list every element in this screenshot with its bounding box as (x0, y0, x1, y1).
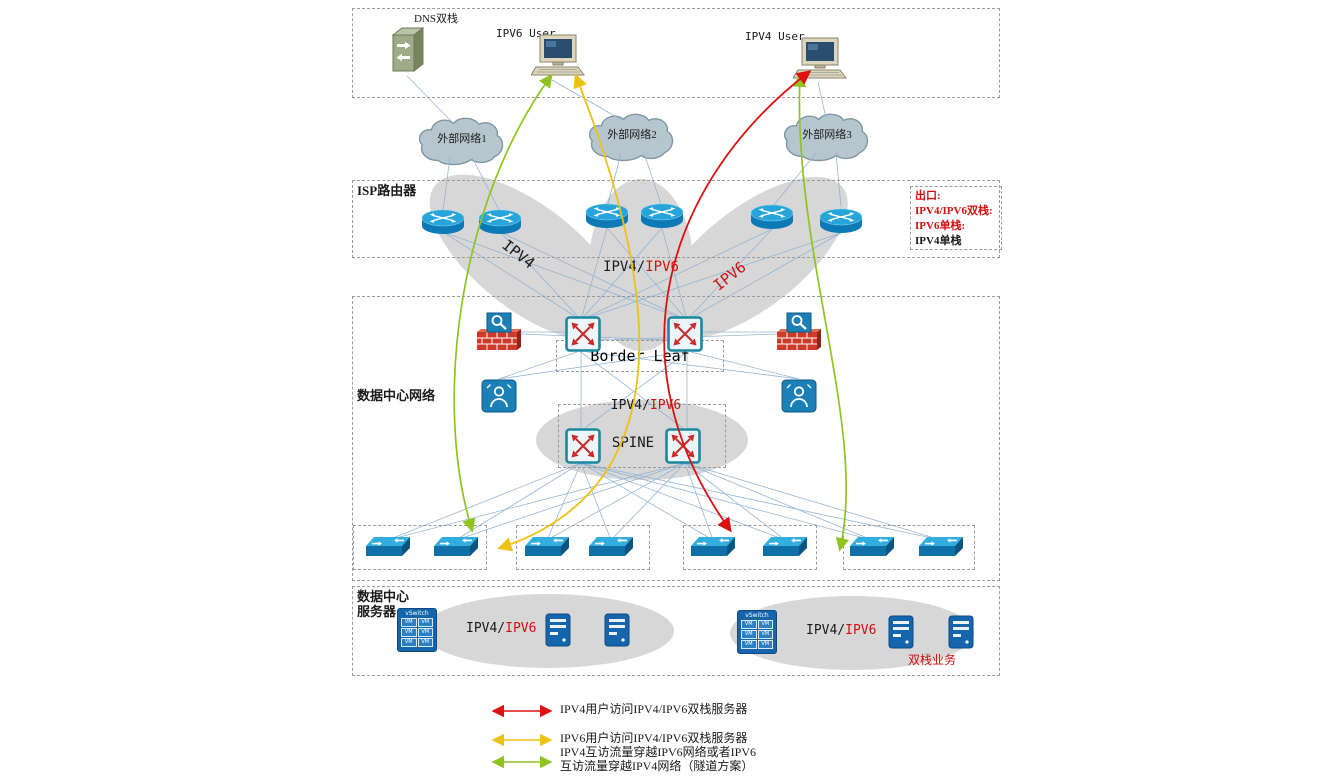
isp-router-3-icon (583, 202, 631, 230)
server-group-2-red: IPV6 (845, 623, 877, 638)
server-group-2-label: IPV4/IPV6 (806, 623, 877, 639)
isp-router-4-icon (638, 202, 686, 230)
servers-region-box (352, 586, 1000, 676)
firewall-right-icon (777, 312, 821, 352)
ipv6-user-pc-icon (531, 34, 585, 78)
server-4-icon (948, 615, 974, 649)
vm-cell: VM (741, 630, 757, 639)
server-group-1-label: IPV4/IPV6 (466, 621, 537, 637)
cloud-3-label: 外部网络3 (802, 129, 852, 141)
leaf-switch-1-icon (365, 536, 411, 562)
servers-title-line1: 数据中心 (357, 589, 410, 604)
path-label-dual-red: IPV6 (645, 259, 679, 275)
exit-legend-line1: 出口: (915, 190, 941, 202)
cloud-1-label: 外部网络1 (437, 133, 487, 145)
spine-2-icon (665, 428, 701, 464)
vswitch-1-icon: vSwitch VM VM VM VM VM VM (397, 608, 437, 652)
server-2-icon (604, 613, 630, 647)
vswitch-1-title: vSwitch (405, 610, 429, 617)
dns-label: DNS双栈 (414, 13, 459, 25)
vswitch-2-icon: vSwitch VM VM VM VM VM VM (737, 610, 777, 654)
leaf-switch-8-icon (918, 536, 964, 562)
firewall-left-icon (477, 312, 521, 352)
spine-1-icon (565, 428, 601, 464)
vm-cell: VM (417, 638, 433, 647)
vswitch-2-title: vSwitch (745, 612, 769, 619)
exit-legend-line3: IPV6单栈: (915, 220, 966, 232)
load-balancer-right-icon (781, 379, 817, 413)
spine-ip-label: IPV4/IPV6 (598, 398, 694, 414)
border-leaf-1-icon (565, 316, 601, 352)
vm-cell: VM (401, 638, 417, 647)
legend-yellow-text: IPV6用户访问IPV4/IPV6双栈服务器 (560, 731, 748, 745)
exit-legend: 出口: IPV4/IPV6双栈: IPV6单栈: IPV4单栈 (915, 189, 993, 249)
server-group-1-red: IPV6 (505, 621, 537, 636)
leaf-switch-5-icon (690, 536, 736, 562)
dc-network-title: 数据中心网络 (357, 388, 436, 403)
vm-cell: VM (741, 620, 757, 629)
isp-router-2-icon (476, 208, 524, 236)
leaf-group-1-box (353, 525, 487, 570)
vm-cell: VM (401, 628, 417, 637)
spine-ip-black: IPV4/ (610, 398, 650, 413)
server-3-icon (888, 615, 914, 649)
exit-legend-line2: IPV4/IPV6双栈: (915, 205, 993, 217)
path-label-dual-black: IPV4/ (603, 259, 646, 275)
isp-router-1-icon (419, 208, 467, 236)
server-group-1-black: IPV4/ (466, 621, 506, 636)
exit-legend-line4: IPV4单栈 (915, 235, 962, 247)
legend-green-text-line2: 互访流量穿越IPV4网络（隧道方案） (560, 759, 754, 773)
dual-stack-label: 双栈业务 (908, 653, 957, 667)
ipv4-user-pc-icon (793, 37, 847, 81)
vm-cell: VM (741, 640, 757, 649)
spine-label: SPINE (611, 435, 655, 451)
servers-title: 数据中心 服务器 (357, 589, 410, 620)
vm-cell: VM (757, 640, 773, 649)
server-1-icon (545, 613, 571, 647)
cloud-2-label: 外部网络2 (607, 129, 657, 141)
leaf-switch-2-icon (433, 536, 479, 562)
leaf-switch-3-icon (524, 536, 570, 562)
ipv4-user-label: IPV4 User (745, 30, 805, 43)
isp-title: ISP路由器 (357, 183, 417, 198)
path-label-dual: IPV4/IPV6 (598, 259, 684, 275)
legend-red-text: IPV4用户访问IPV4/IPV6双栈服务器 (560, 702, 748, 716)
leaf-switch-6-icon (762, 536, 808, 562)
spine-ip-red: IPV6 (649, 398, 682, 413)
border-leaf-2-icon (667, 316, 703, 352)
servers-title-line2: 服务器 (357, 603, 397, 619)
path-label-ipv6: IPV6 (709, 257, 750, 295)
load-balancer-left-icon (481, 379, 517, 413)
isp-router-6-icon (817, 207, 865, 235)
vm-cell: VM (417, 628, 433, 637)
vm-cell: VM (401, 618, 417, 627)
vm-cell: VM (417, 618, 433, 627)
vm-cell: VM (757, 620, 773, 629)
server-group-2-black: IPV4/ (806, 623, 846, 638)
leaf-switch-7-icon (849, 536, 895, 562)
exit-legend-box (910, 186, 1002, 250)
legend-green-text-line1: IPV4互访流量穿越IPV6网络或者IPV6 (560, 745, 757, 759)
vm-cell: VM (757, 630, 773, 639)
dns-server-icon (388, 26, 426, 74)
leaf-switch-4-icon (588, 536, 634, 562)
isp-router-5-icon (748, 203, 796, 231)
